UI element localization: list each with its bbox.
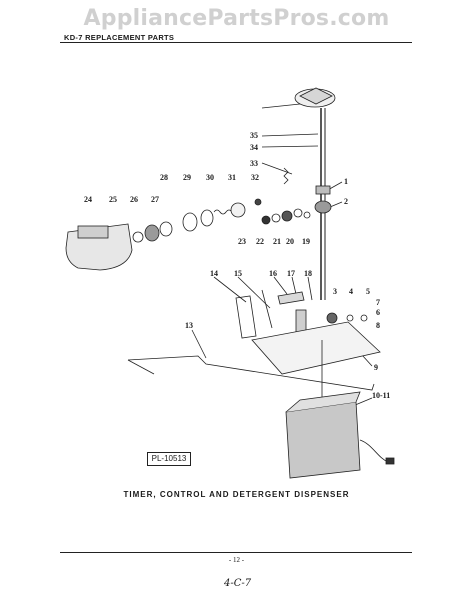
callout-33: 34 — [250, 143, 258, 152]
callout-30: 31 — [228, 173, 236, 182]
timer-motor-top — [285, 391, 361, 413]
callout-14: 15 — [234, 269, 242, 278]
callout-8: 8 — [376, 321, 380, 330]
ring-24 — [132, 231, 144, 243]
timer-wire — [359, 439, 389, 463]
callout-28: 29 — [183, 173, 191, 182]
screw-31 — [254, 198, 262, 206]
base-plate-9 — [251, 321, 381, 375]
spring-29 — [213, 209, 233, 215]
callout-10-11: 10-11 — [372, 391, 390, 400]
callout-23: 24 — [84, 195, 92, 204]
footer-rule — [60, 552, 412, 553]
part-21 — [271, 213, 281, 223]
part-4 — [346, 314, 354, 322]
disc-30 — [230, 202, 246, 218]
callout-32: 33 — [250, 159, 258, 168]
header-rule — [60, 42, 412, 43]
callout-19: 20 — [286, 237, 294, 246]
leader-35 — [261, 103, 301, 109]
washer-27 — [182, 212, 198, 232]
callout-21: 22 — [256, 237, 264, 246]
callout-1: 1 — [344, 177, 348, 186]
part-19 — [293, 208, 303, 218]
leader-32 — [261, 162, 293, 175]
callout-3: 3 — [333, 287, 337, 296]
cam-2 — [314, 200, 332, 214]
part-18 — [303, 211, 311, 219]
callout-16: 17 — [287, 269, 295, 278]
bracket-15-16 — [277, 291, 305, 305]
lever-13 — [235, 295, 257, 339]
callout-34: 35 — [250, 131, 258, 140]
callout-15: 16 — [269, 269, 277, 278]
callout-20: 21 — [273, 237, 281, 246]
part-5 — [360, 314, 368, 322]
part-22 — [261, 215, 271, 225]
leader-15 — [273, 276, 288, 295]
callout-13: 14 — [210, 269, 218, 278]
leader-34 — [261, 133, 319, 137]
callout-27: 28 — [160, 173, 168, 182]
callout-29: 30 — [206, 173, 214, 182]
spring-32 — [283, 167, 289, 185]
watermark: AppliancePartsPros.com — [83, 6, 390, 31]
page-header: KD-7 REPLACEMENT PARTS — [64, 33, 175, 42]
leader-9 — [361, 354, 373, 367]
callout-4: 4 — [349, 287, 353, 296]
part-3 — [326, 312, 338, 324]
leader-2 — [329, 201, 343, 208]
leader-16 — [291, 276, 297, 295]
washer-28 — [200, 209, 214, 227]
callout-17: 18 — [304, 269, 312, 278]
leader-12 — [191, 329, 207, 359]
callout-12: 13 — [185, 321, 193, 330]
figure-caption: TIMER, CONTROL AND DETERGENT DISPENSER — [123, 490, 350, 499]
knob-cap — [299, 87, 333, 105]
callout-25: 26 — [130, 195, 138, 204]
collar-1 — [315, 185, 331, 195]
handwritten-note: 4-C-7 — [224, 578, 252, 589]
leader-33 — [261, 145, 319, 148]
plate-id-box: PL-10513 — [147, 452, 191, 466]
ring-26 — [159, 221, 173, 237]
wire-connector — [385, 457, 395, 465]
page-number: - 12 - — [228, 556, 245, 564]
rod-12-hook — [127, 359, 155, 375]
leader-14 — [237, 276, 271, 309]
part-20 — [281, 210, 293, 222]
link-14 — [261, 289, 273, 329]
callout-22: 23 — [238, 237, 246, 246]
callout-31: 32 — [251, 173, 259, 182]
rod-12 — [127, 355, 375, 391]
callout-26: 27 — [151, 195, 159, 204]
timer-motor-10-11 — [285, 401, 361, 479]
leader-17 — [307, 276, 313, 301]
part-25 — [144, 224, 160, 242]
leader-13 — [213, 276, 247, 303]
callout-7: 7 — [376, 298, 380, 307]
callout-24: 25 — [109, 195, 117, 204]
dispenser-lid — [77, 225, 109, 239]
callout-9: 9 — [374, 363, 378, 372]
callout-5: 5 — [366, 287, 370, 296]
callout-6: 6 — [376, 308, 380, 317]
callout-2: 2 — [344, 197, 348, 206]
callout-18: 19 — [302, 237, 310, 246]
